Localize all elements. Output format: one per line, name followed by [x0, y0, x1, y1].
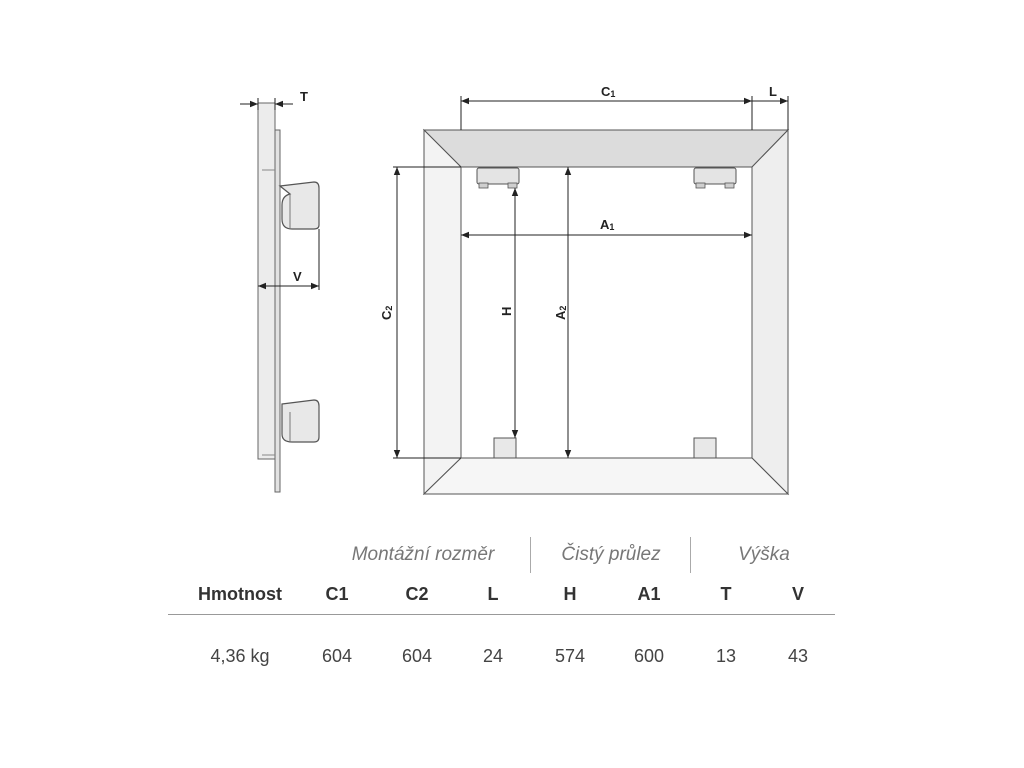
frame-bottom-bevel: [422, 457, 790, 495]
cell-c1: 604: [321, 646, 353, 666]
group-header-clear-opening: Čistý průlez: [561, 544, 661, 565]
cell-weight: 4,36 kg: [210, 646, 270, 666]
cell-c2: 604: [401, 646, 433, 666]
technical-drawing: T V C1 L: [240, 84, 790, 496]
group-separator: [690, 537, 691, 573]
cell-t: 13: [715, 646, 737, 666]
column-header-weight: Hmotnost: [198, 584, 282, 604]
frame-left-bevel: [423, 128, 462, 496]
cell-h: 574: [554, 646, 586, 666]
group-header-mounting: Montážní rozměr: [351, 544, 495, 565]
hinge-top-right: [693, 167, 737, 189]
front-view: C1 L A1 C2 H A2: [379, 84, 790, 496]
dim-v-label: V: [293, 269, 302, 284]
bottom-stop-right: [693, 437, 717, 459]
dim-l-label: L: [769, 84, 777, 99]
column-header-h: H: [563, 584, 577, 604]
column-header-l: L: [487, 584, 499, 604]
group-header-height: Výška: [738, 544, 790, 565]
header-rule: [168, 614, 835, 615]
frame-top-bevel: [422, 129, 790, 168]
bottom-stop-left: [493, 437, 517, 459]
hinge-top-left: [476, 167, 520, 189]
group-separator: [530, 537, 531, 573]
cell-a1: 600: [633, 646, 665, 666]
dim-c1-label: C1: [601, 84, 615, 99]
dim-c2-label: C2: [379, 306, 394, 320]
side-frame-profile: [257, 102, 276, 460]
column-header-c1: C1: [325, 584, 349, 604]
column-header-t: T: [720, 584, 732, 604]
column-header-c2: C2: [405, 584, 429, 604]
cell-v: 43: [787, 646, 809, 666]
dim-a2-label: A2: [553, 306, 568, 320]
opening: [460, 166, 753, 459]
cell-l: 24: [482, 646, 504, 666]
lower-hinge-side: [281, 399, 320, 443]
side-view: T V: [240, 89, 320, 493]
frame-right-bevel: [751, 128, 789, 496]
dim-t-label: T: [300, 89, 308, 104]
dim-a1-label: A1: [600, 217, 614, 232]
side-flange: [274, 129, 281, 493]
column-header-v: V: [791, 584, 804, 604]
column-header-a1: A1: [637, 584, 661, 604]
dim-h-label: H: [499, 307, 514, 316]
upper-hinge-side: [278, 181, 320, 230]
